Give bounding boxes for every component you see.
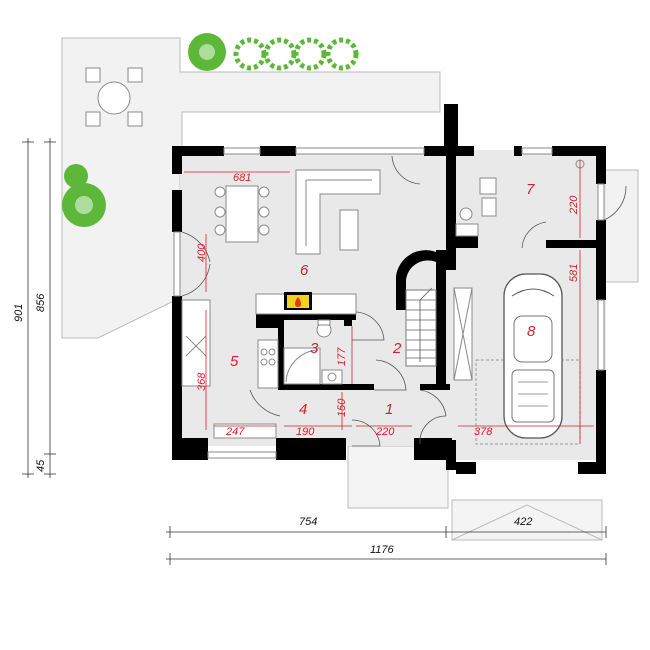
dim-422: 422 (514, 516, 532, 528)
room-label-6: 6 (300, 262, 309, 279)
interior-dimension-labels: 681 400 368 247 190 150 177 220 378 581 … (196, 172, 580, 438)
exterior-dimension-lines (22, 138, 607, 565)
dim-681: 681 (233, 172, 251, 184)
dim-754: 754 (299, 516, 317, 528)
dim-190: 190 (296, 426, 315, 438)
dim-45: 45 (35, 459, 47, 472)
room-labels: 1 2 3 4 5 6 7 8 (230, 181, 536, 418)
kitchen-counter (181, 299, 279, 439)
terrace-table (85, 67, 143, 127)
room-label-4: 4 (299, 401, 307, 418)
dim-378: 378 (474, 426, 493, 438)
tree-icon (62, 164, 106, 227)
bathroom-fixtures (283, 319, 343, 385)
exterior-walls (172, 104, 606, 474)
dim-247: 247 (225, 426, 245, 438)
dim-220-horizontal: 220 (375, 426, 395, 438)
dim-368: 368 (196, 372, 208, 391)
sofa (295, 169, 381, 255)
fireplace-icon (295, 297, 301, 307)
dining-table (214, 185, 270, 243)
room-label-8: 8 (527, 323, 536, 340)
doors (181, 155, 627, 447)
dim-856: 856 (35, 293, 47, 312)
fireplace (255, 292, 357, 315)
interior-walls (256, 236, 596, 390)
dim-177: 177 (336, 347, 348, 366)
room-label-1: 1 (385, 401, 393, 418)
room-label-2: 2 (392, 340, 402, 357)
dim-220-vertical: 220 (568, 195, 580, 215)
room-label-5: 5 (230, 353, 239, 370)
staircase (396, 250, 437, 367)
tree-row (188, 33, 359, 71)
windows (173, 147, 605, 459)
dim-400: 400 (196, 243, 208, 262)
room-label-7: 7 (526, 181, 535, 198)
room-label-3: 3 (310, 340, 319, 357)
car-icon (503, 273, 563, 439)
interior-dimension-lines (184, 160, 594, 444)
utility-equipment (455, 159, 585, 237)
dim-581: 581 (568, 264, 580, 282)
terrace-area (61, 37, 639, 541)
exterior-dimension-labels: 754 422 1176 901 856 45 (13, 293, 532, 556)
dim-150: 150 (336, 398, 348, 417)
dim-1176: 1176 (370, 544, 395, 556)
garage (453, 273, 581, 445)
dim-901: 901 (13, 304, 25, 322)
